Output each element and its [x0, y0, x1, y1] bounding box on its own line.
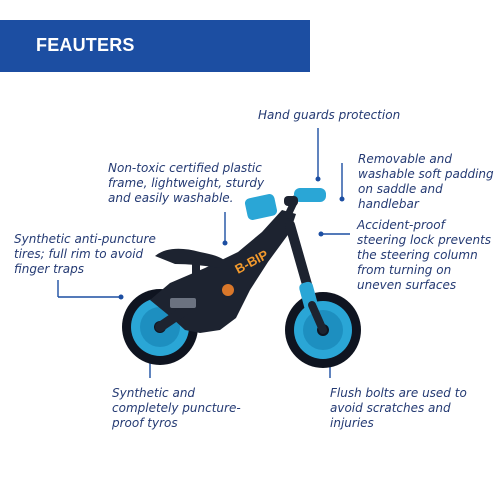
- bike-saddle: [155, 248, 226, 268]
- callout-frame: Non-toxic certified plastic frame, light…: [108, 161, 265, 205]
- callout-hand-guards: Hand guards protection: [258, 108, 401, 122]
- padding-dot: [339, 196, 345, 202]
- hand-guards-dot: [315, 176, 321, 182]
- steering-lock-dot: [318, 231, 324, 237]
- header-banner: FEAUTERS: [0, 20, 310, 72]
- callout-steering-lock: Accident-proof steering lock prevents th…: [357, 218, 492, 292]
- page-title: FEAUTERS: [36, 35, 135, 55]
- callout-tires: Synthetic anti-puncture tires; full rim …: [14, 232, 156, 276]
- callout-removable-padding: Removable and washable soft padding on s…: [358, 152, 494, 211]
- tires-dot: [118, 294, 124, 300]
- callout-bolts: Flush bolts are used to avoid scratches …: [330, 386, 467, 430]
- frame-dot: [222, 240, 228, 246]
- callout-tyros: Synthetic and completely puncture-proof …: [112, 386, 241, 430]
